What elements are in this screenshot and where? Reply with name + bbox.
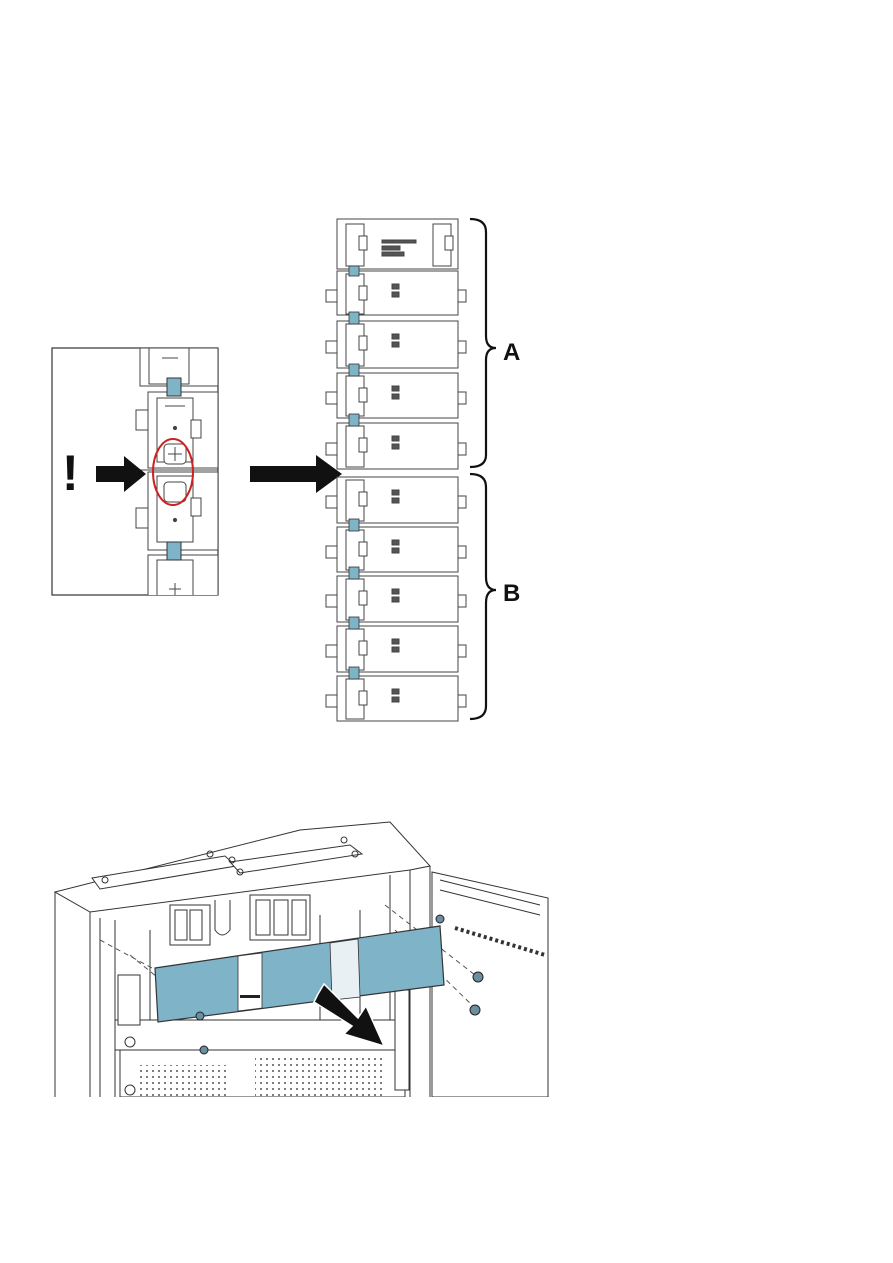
controller-module: [337, 219, 458, 269]
pointer-arrow: [250, 455, 342, 493]
module: [326, 321, 466, 368]
group-label-a: A: [503, 339, 520, 366]
module: [326, 477, 466, 523]
module: [326, 676, 466, 721]
detail-inset: !: [52, 348, 218, 600]
brace-b: [470, 474, 496, 719]
module: [326, 373, 466, 418]
link-bar: [167, 378, 181, 396]
cabinet-door: [432, 872, 548, 1097]
module: [326, 576, 466, 622]
brace-a: [470, 219, 496, 467]
module: [326, 527, 466, 572]
cabinet-figure: [55, 822, 548, 1097]
link-bar: [167, 542, 181, 560]
battery-stack: [326, 219, 466, 721]
warning-mark: !: [62, 445, 79, 501]
battery-stack-figure: !: [52, 219, 520, 721]
group-label-b: B: [503, 580, 520, 607]
breakers: [170, 895, 310, 945]
module: [326, 626, 466, 672]
module: [326, 271, 466, 315]
module: [326, 423, 466, 469]
